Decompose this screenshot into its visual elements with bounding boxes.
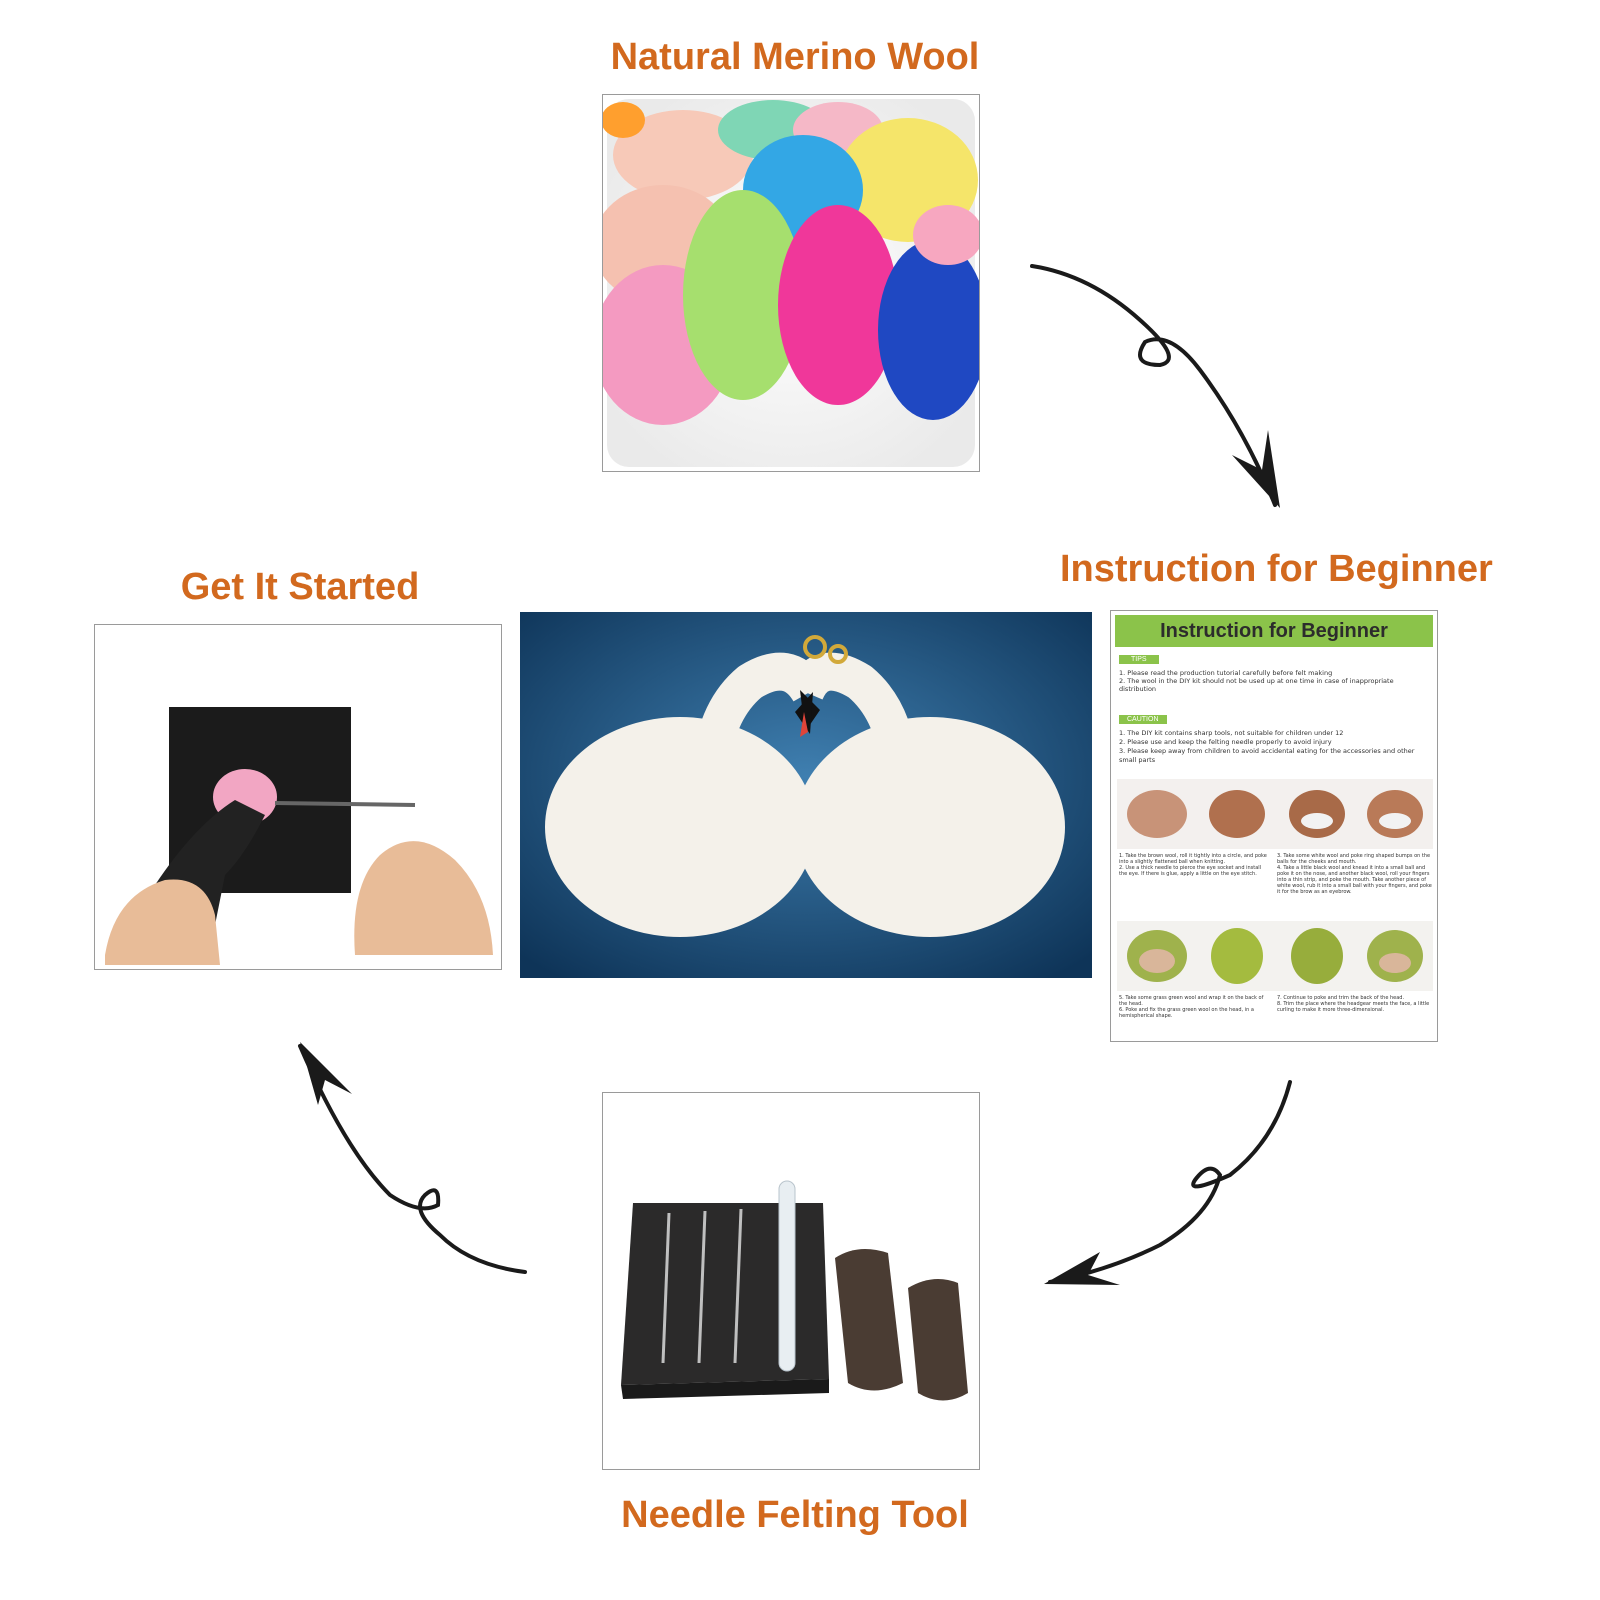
loop-arrow-icon <box>1030 264 1277 507</box>
wool-photo <box>602 94 980 472</box>
wool-label: Natural Merino Wool <box>610 36 980 78</box>
tip-1: 1. Please read the production tutorial c… <box>1119 669 1333 677</box>
step-3: 3. Take some white wool and poke ring sh… <box>1277 853 1431 865</box>
steps-b-right: 7. Continue to poke and trim the back of… <box>1277 995 1433 1013</box>
steps-b-photos <box>1117 921 1433 991</box>
felting-hands-photo <box>94 624 502 970</box>
tips-text: 1. Please read the production tutorial c… <box>1119 669 1431 693</box>
caution-3: 3. Please keep away from children to avo… <box>1119 747 1415 764</box>
caution-tag: CAUTION <box>1119 715 1167 724</box>
instruction-sheet-header: Instruction for Beginner <box>1115 615 1433 647</box>
start-label: Get It Started <box>180 566 420 608</box>
steps-b-left: 5. Take some grass green wool and wrap i… <box>1119 995 1269 1019</box>
step-8: 8. Trim the place where the headgear mee… <box>1277 1001 1430 1013</box>
arrowhead-icon <box>1232 430 1280 508</box>
step-4: 4. Take a little black wool and knead it… <box>1277 865 1432 895</box>
steps-a-left: 1. Take the brown wool, roll it tightly … <box>1119 853 1269 877</box>
step-1: 1. Take the brown wool, roll it tightly … <box>1119 853 1267 865</box>
arrowhead-icon <box>1044 1252 1120 1285</box>
step-2: 2. Use a thick needle to pierce the eye … <box>1119 865 1262 877</box>
caution-text: 1. The DIY kit contains sharp tools, not… <box>1119 729 1431 765</box>
step-6: 6. Poke and fix the grass green wool on … <box>1119 1007 1254 1019</box>
tool-label: Needle Felting Tool <box>621 1494 969 1536</box>
tips-tag: TIPS <box>1119 655 1159 664</box>
arrowhead-icon <box>300 1042 352 1105</box>
loop-arrow-icon <box>1048 1080 1292 1284</box>
loop-arrow-icon <box>298 1044 527 1274</box>
steps-a-photos <box>1117 779 1433 849</box>
instruction-sheet: Instruction for Beginner TIPS 1. Please … <box>1110 610 1438 1042</box>
caution-1: 1. The DIY kit contains sharp tools, not… <box>1119 729 1344 737</box>
felting-tool-kit-photo <box>602 1092 980 1470</box>
steps-a-right: 3. Take some white wool and poke ring sh… <box>1277 853 1433 895</box>
instruction-label: Instruction for Beginner <box>1060 548 1493 590</box>
felted-swans-photo <box>520 612 1092 978</box>
step-5: 5. Take some grass green wool and wrap i… <box>1119 995 1264 1007</box>
step-7: 7. Continue to poke and trim the back of… <box>1277 995 1405 1001</box>
tip-2: 2. The wool in the DIY kit should not be… <box>1119 677 1394 693</box>
caution-2: 2. Please use and keep the felting needl… <box>1119 738 1332 746</box>
